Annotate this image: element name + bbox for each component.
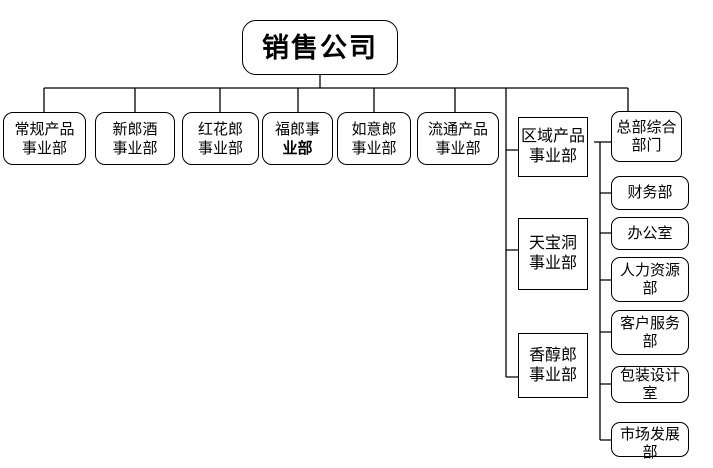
node-office-department: 办公室 [611, 217, 689, 250]
node-label-line: 部 [642, 444, 658, 461]
node-xiangchunlang-division: 香醇郎 事业部 [518, 333, 588, 398]
node-label-line: 区域产品 [520, 128, 585, 145]
row-drop-lines [43, 88, 456, 112]
hq-rail-line [594, 141, 611, 441]
node-label-line: 事业部 [21, 139, 67, 157]
node-label-line: 事业部 [528, 148, 577, 165]
node-tianbaodong-division: 天宝洞 事业部 [518, 218, 588, 290]
node-label-line: 如意郎 [351, 120, 397, 138]
node-label-line: 事业部 [528, 366, 577, 384]
node-label-line: 总部综合 [616, 118, 677, 136]
node-label-line: 香醇郎 [528, 346, 577, 364]
node-label-line: 常规产品 [14, 120, 75, 138]
node-finance-department: 财务部 [611, 176, 689, 210]
node-packaging-design-room: 包装设计 室 [611, 366, 689, 403]
node-label-line: 市场发展 [619, 426, 680, 443]
node-ruyilang-division: 如意郎 事业部 [337, 112, 411, 165]
node-circulation-products-division: 流通产品 事业部 [417, 112, 499, 165]
node-label-line: 事业部 [112, 139, 158, 157]
node-label-line: 部 [642, 279, 658, 297]
node-label-line: 事业部 [197, 139, 243, 157]
node-label-line: 事业部 [351, 139, 397, 157]
node-customer-service-department: 客户服务 部 [611, 310, 689, 355]
node-label-line: 办公室 [627, 224, 673, 242]
node-label-line: 业部 [282, 139, 313, 157]
node-label-line: 福郎事 [274, 120, 320, 138]
node-market-development-department: 市场发展 部 [611, 422, 689, 461]
node-sales-company: 销售公司 [242, 20, 398, 75]
node-label-line: 室 [642, 384, 658, 402]
node-label-line: 人力资源 [619, 261, 680, 279]
node-xinlang-wine-division: 新郎酒 事业部 [95, 112, 175, 165]
node-label-line: 天宝洞 [528, 235, 577, 252]
node-hq-general-department: 总部综合 部门 [611, 111, 682, 162]
node-regional-products-division: 区域产品 事业部 [518, 117, 588, 177]
node-label-line: 财务部 [627, 184, 673, 201]
node-label-line: 事业部 [528, 255, 577, 272]
node-fulang-division: 福郎事 业部 [262, 112, 333, 165]
node-label-line: 客户服务 [619, 314, 680, 332]
node-regular-products-division: 常规产品 事业部 [3, 112, 86, 165]
node-label-line: 红花郎 [197, 120, 243, 138]
node-label-line: 新郎酒 [112, 120, 158, 138]
node-label-line: 包装设计 [619, 366, 680, 384]
node-label-line: 部 [642, 332, 658, 350]
node-label-line: 流通产品 [427, 120, 488, 138]
node-honghualang-division: 红花郎 事业部 [182, 112, 259, 165]
node-label-line: 事业部 [435, 139, 481, 157]
node-label: 销售公司 [262, 32, 378, 63]
node-human-resources-department: 人力资源 部 [611, 257, 689, 302]
node-label-line: 部门 [631, 136, 662, 154]
middle-rail-line [505, 88, 518, 378]
